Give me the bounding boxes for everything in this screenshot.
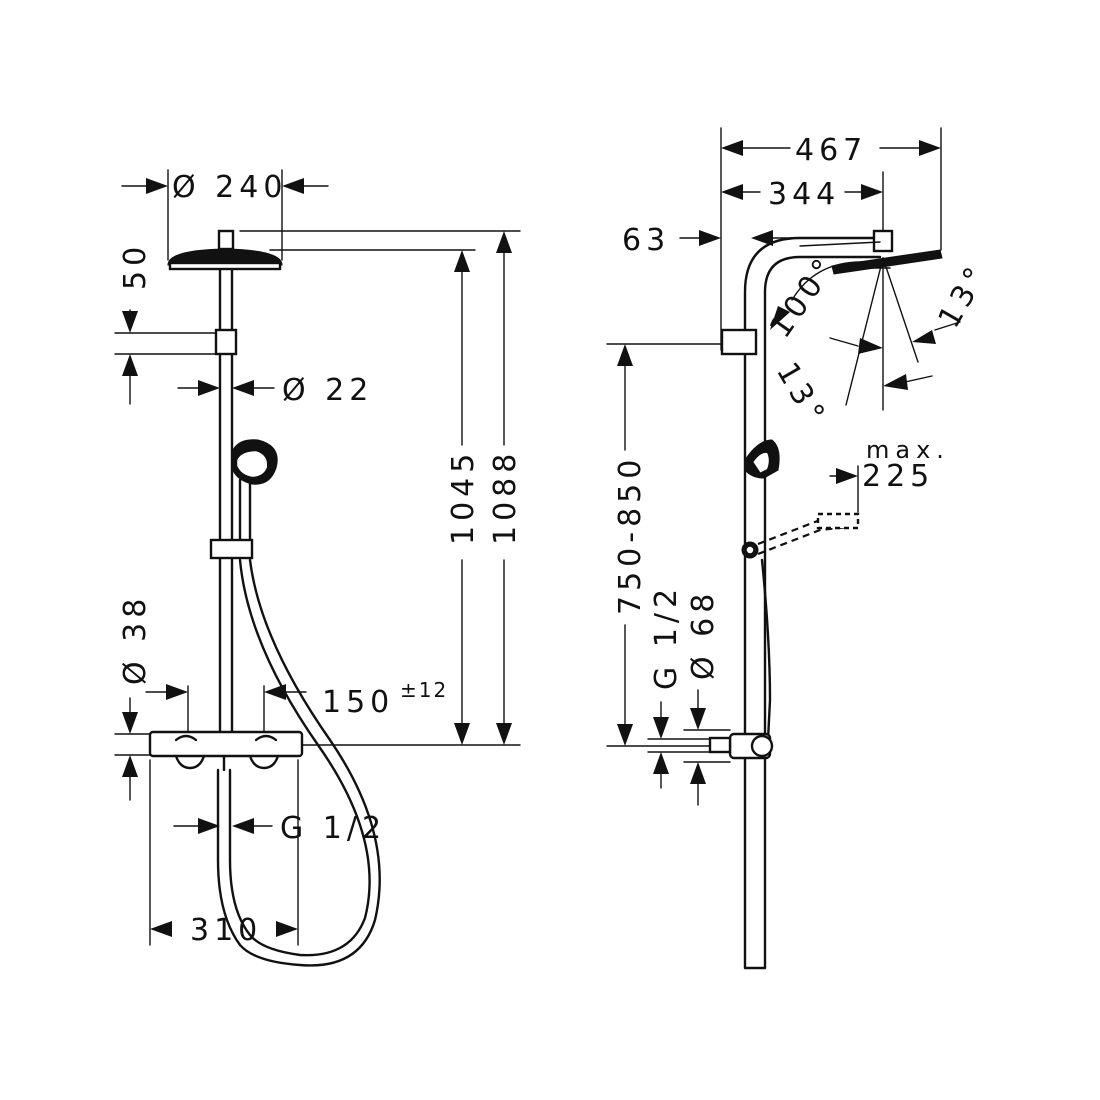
side-hand-shower — [741, 439, 860, 742]
dim-outlet-thread: G 1/2 — [647, 584, 711, 789]
dim-body-width: 310 — [149, 759, 299, 948]
pipe-diameter-label: Ø 22 — [282, 373, 373, 408]
dim-total-height: 1045 1088 — [239, 230, 523, 746]
total-depth-label: 467 — [795, 133, 867, 168]
swivel-angle-b-label: 13° — [932, 257, 996, 334]
front-view: Ø 240 50 Ø 22 — [114, 169, 523, 967]
body-width-label: 310 — [190, 913, 262, 948]
dim-angles: 100° 13° 13° — [763, 249, 996, 433]
total-height-b-label: 1088 — [488, 449, 523, 545]
dim-arm-depth: 344 — [721, 171, 884, 231]
riser-with-arm — [720, 236, 882, 970]
side-shower-head — [799, 229, 943, 275]
dim-rosette-diameter: Ø 68 — [683, 589, 731, 806]
head-diameter-label: Ø 240 — [172, 170, 287, 205]
inlet-thread-label: G 1/2 — [280, 811, 386, 846]
center-distance-label: 150 — [322, 685, 394, 720]
max-extension-label: 225 — [862, 459, 934, 494]
dim-total-depth: 467 — [720, 127, 942, 351]
thermostat-body — [148, 730, 304, 772]
dim-head-height: 50 — [114, 242, 217, 405]
riser-pipe — [214, 268, 238, 734]
dim-head-diameter: Ø 240 — [121, 169, 329, 261]
wall-offset-label: 63 — [622, 223, 670, 258]
dim-inlet-thread: G 1/2 — [173, 811, 386, 846]
max-label: max. — [866, 436, 950, 464]
arm-depth-label: 344 — [768, 177, 840, 212]
side-view: 467 344 63 — [606, 127, 996, 970]
outlet-thread-label: G 1/2 — [649, 584, 684, 690]
dim-max-extension: max. 225 — [829, 436, 950, 513]
dim-pipe-diameter: Ø 22 — [177, 373, 373, 408]
hand-shower — [209, 439, 381, 967]
dim-body-diameter: Ø 38 — [114, 594, 153, 801]
overhead-shower — [167, 229, 283, 271]
rosette-diameter-label: Ø 68 — [686, 589, 721, 680]
total-height-a-label: 1045 — [446, 449, 481, 545]
center-tolerance-label: ±12 — [400, 678, 448, 702]
dim-center-distance: 150 ±12 — [145, 678, 448, 733]
side-thermostat — [708, 732, 774, 760]
swivel-angle-a-label: 13° — [769, 357, 833, 434]
dim-wall-offset: 63 — [622, 223, 801, 258]
head-height-label: 50 — [118, 242, 153, 290]
body-diameter-label: Ø 38 — [118, 594, 153, 685]
height-range-label: 750-850 — [613, 455, 648, 615]
dim-height-range: 750-850 — [606, 343, 723, 747]
